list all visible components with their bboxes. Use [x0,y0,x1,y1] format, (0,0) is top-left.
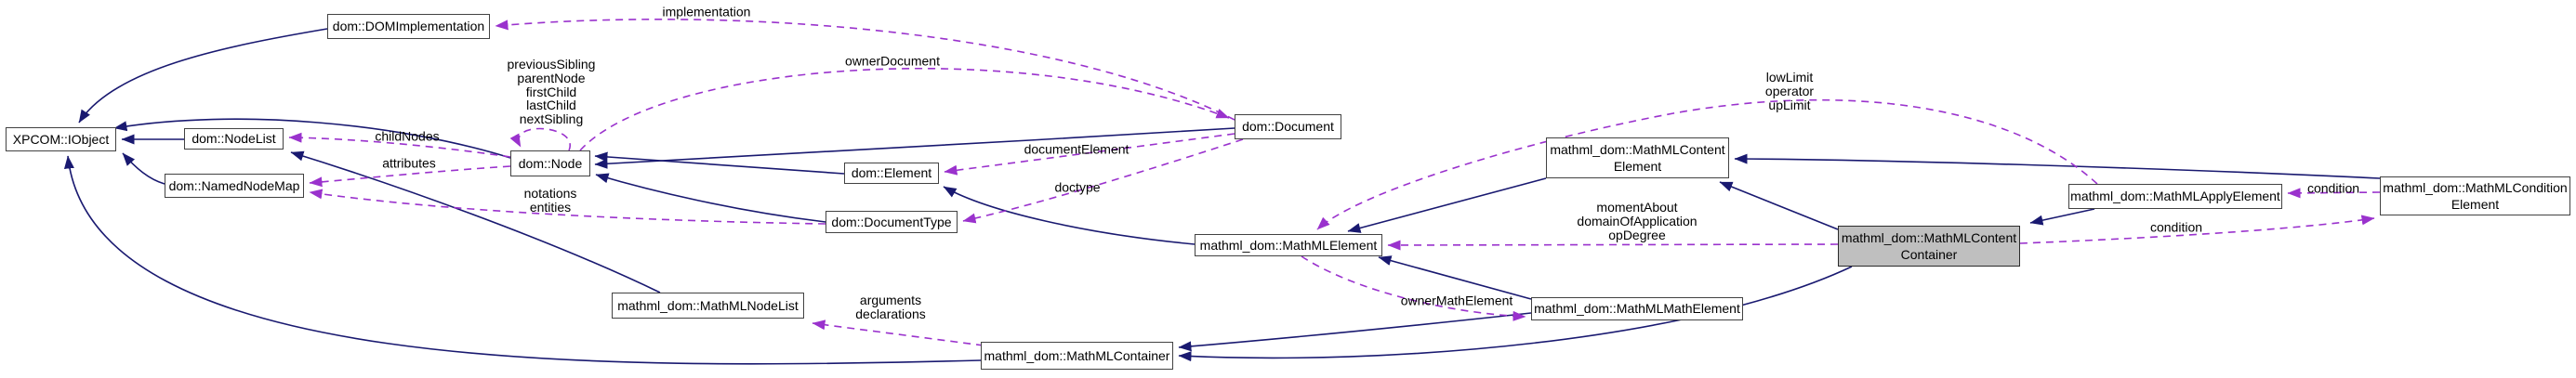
edge-label-condition-upper: condition [2306,180,2360,196]
edge-label-node-self: previousSibling parentNode firstChild la… [507,56,596,127]
node-dom-domimplementation[interactable]: dom::DOMImplementation [327,14,490,39]
node-mathml-conditionelement[interactable]: mathml_dom::MathMLCondition Element [2380,176,2570,215]
edge-label-doctype: doctype [1054,179,1101,195]
node-xpcom-iobject[interactable]: XPCOM::IObject [6,127,116,151]
edge-label-notations-entities: notations entities [523,186,577,215]
edge-contentcontainer-to-mathmlcontainer [1178,266,1853,362]
node-mathml-nodelist[interactable]: mathml_dom::MathMLNodeList [612,293,804,319]
edge-mathmlcontainer-to-iobject [63,155,982,365]
edge-mathmlelement-to-element [943,186,1196,245]
node-mathml-element[interactable]: mathml_dom::MathMLElement [1195,234,1382,256]
node-mathml-contentcontainer[interactable]: mathml_dom::MathMLContent Container [1838,226,2020,267]
edge-node-to-document-ownerdocument [579,68,1230,151]
edge-label-momentabout: momentAbout domainOfApplication opDegree [1577,199,1698,242]
edge-label-ownermathelement: ownerMathElement [1400,293,1513,308]
edge-document-to-domimplementation [495,19,1235,121]
node-dom-element[interactable]: dom::Element [844,163,939,184]
edge-contentcontainer-to-contentelement [1719,181,1839,230]
edge-label-attributes: attributes [382,155,436,171]
edge-label-limits: lowLimit operator upLimit [1764,69,1815,112]
edge-node-self-loop [509,127,571,151]
edge-label-condition-lower: condition [2149,219,2203,235]
node-mathml-applyelement[interactable]: mathml_dom::MathMLApplyElement [2068,184,2282,209]
edge-applyelement-to-mathmlelement-limits [1316,98,2098,230]
node-dom-node[interactable]: dom::Node [510,150,590,176]
edge-contentcontainer-to-conditionelement-condition [2019,215,2375,244]
edge-documenttype-to-node [595,173,826,223]
edge-documenttype-to-namednodemap-notations [309,189,826,225]
edge-applyelement-to-contentcontainer [2029,208,2095,226]
edge-node-to-iobject [113,118,511,159]
edge-mathmlelement-to-mathelement-ownermath [1301,255,1526,321]
edge-label-documentelement: documentElement [1024,141,1129,157]
edge-mathelement-to-mathmlcontainer [1178,312,1532,352]
node-dom-documenttype[interactable]: dom::DocumentType [826,211,958,233]
edge-namednodemap-to-iobject [122,152,165,185]
node-dom-namednodemap[interactable]: dom::NamedNodeMap [165,174,304,198]
edge-mathelement-to-mathmlelement [1378,255,1532,300]
edge-domimplementation-to-iobject [78,28,328,124]
node-dom-nodelist[interactable]: dom::NodeList [184,128,284,150]
edge-mathmlcontainer-to-mathmlnodelist-arguments [812,319,984,346]
edge-element-to-node [594,151,845,175]
node-mathml-mathelement[interactable]: mathml_dom::MathMLMathElement [1531,297,1743,320]
edge-document-to-documenttype-doctype [962,138,1244,224]
edge-node-to-nodelist-childnodes [288,132,511,158]
edge-label-arguments: arguments declarations [855,293,926,321]
node-mathml-container[interactable]: mathml_dom::MathMLContainer [981,342,1173,370]
edge-label-ownerdocument: ownerDocument [845,53,940,69]
edge-label-implementation: implementation [662,4,751,20]
edge-document-to-node [594,127,1235,169]
edge-contentelement-to-mathmlelement [1347,177,1547,233]
node-dom-document[interactable]: dom::Document [1235,114,1341,139]
edge-label-childnodes: childNodes [375,128,440,144]
edge-conditionelement-to-applyelement-condition [2287,188,2381,199]
edge-mathmlnodelist-to-nodelist [290,150,661,293]
node-mathml-contentelement[interactable]: mathml_dom::MathMLContent Element [1546,137,1729,178]
edge-contentcontainer-to-mathmlelement-moment [1387,240,1839,251]
edge-conditionelement-to-contentelement [1734,153,2381,179]
